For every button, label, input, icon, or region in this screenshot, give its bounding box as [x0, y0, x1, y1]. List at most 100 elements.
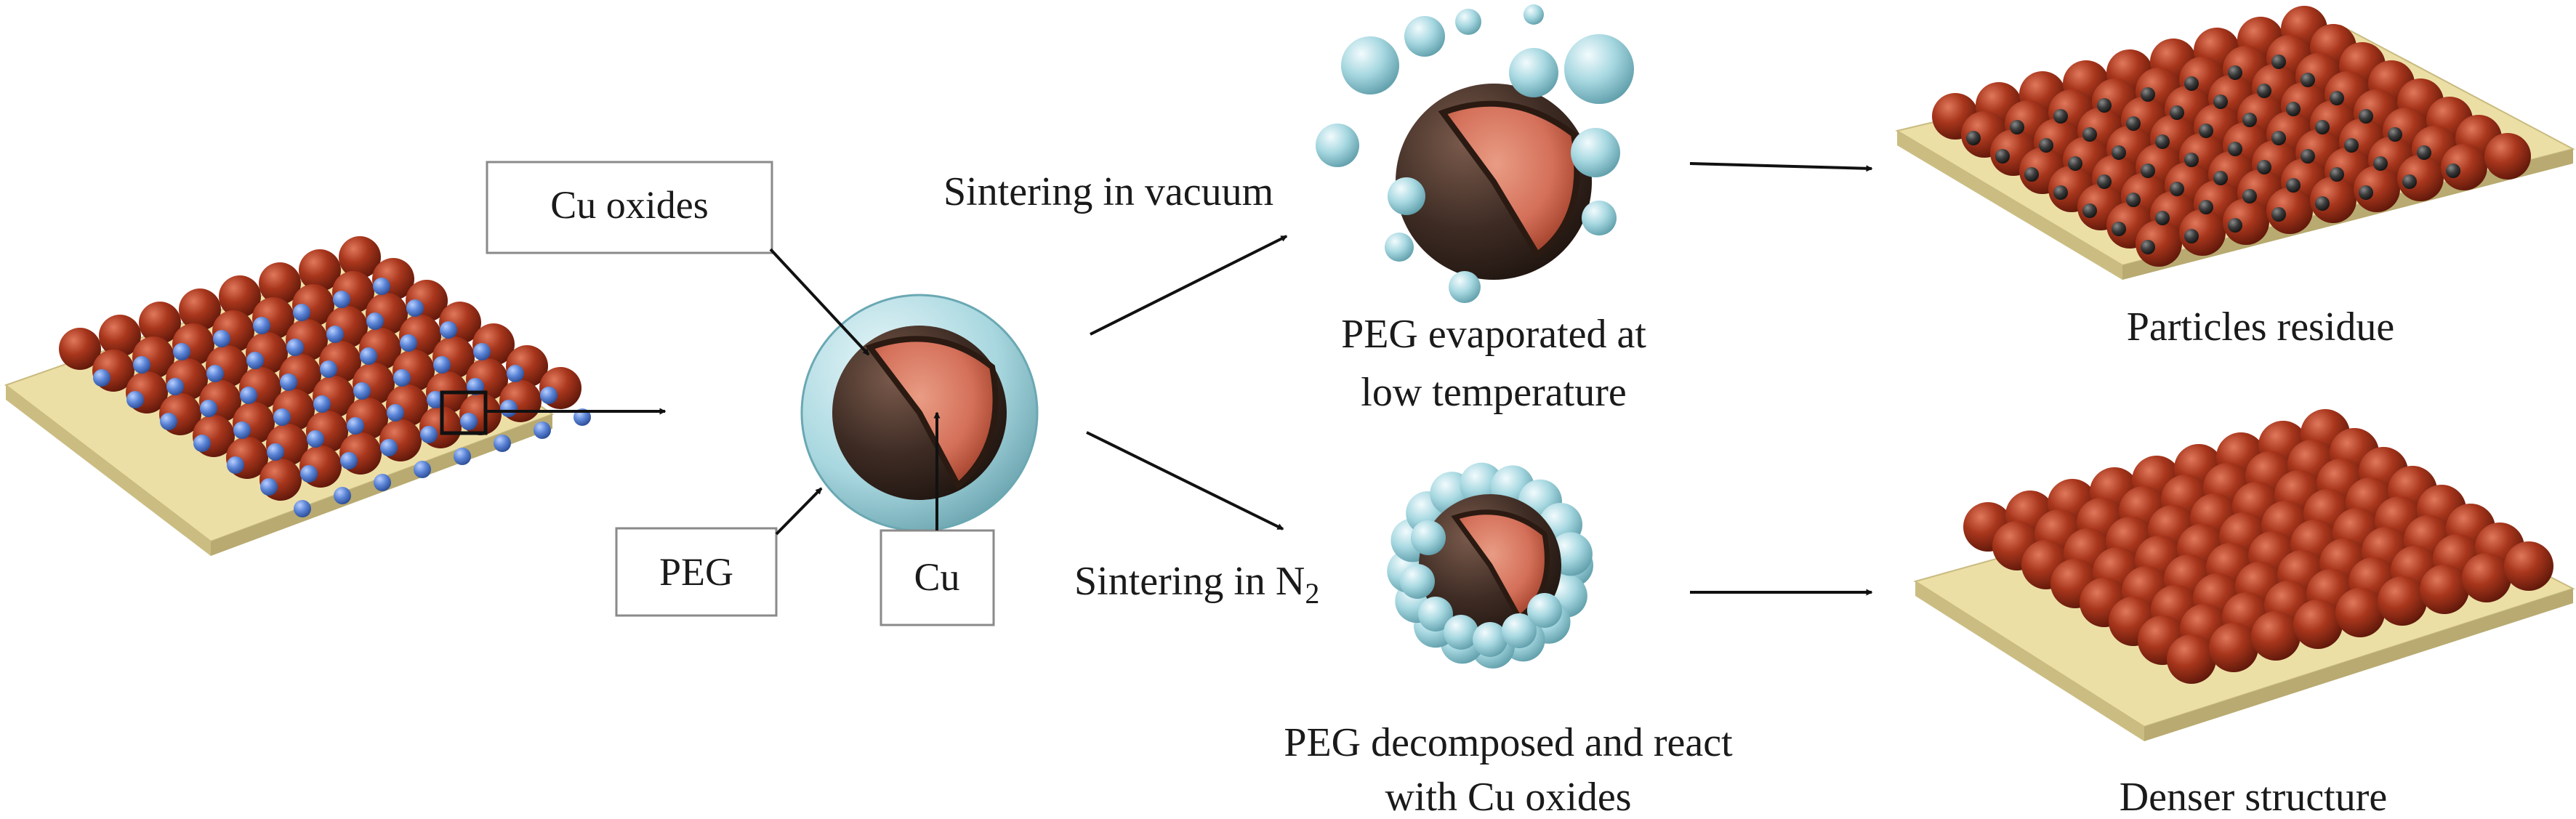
cu-label-box — [880, 529, 995, 626]
peg-bubble — [1385, 233, 1414, 262]
substrate-dense-edge-2 — [2144, 589, 2573, 741]
residue-particle — [2330, 167, 2344, 182]
sintered-copper-particle — [2335, 588, 2385, 637]
peg-decomposition-blob — [1502, 613, 1537, 648]
peg-coating-dot — [534, 421, 551, 439]
residue-particle — [2271, 55, 2286, 69]
peg-coating-dot — [193, 435, 211, 452]
peg-coating-dot — [313, 395, 331, 413]
peg-coating-dot — [93, 369, 110, 387]
residue-particle — [2315, 196, 2330, 211]
peg-coating-dot — [540, 387, 558, 404]
peg-coating-dot — [400, 334, 417, 352]
peg-bubble — [1455, 9, 1481, 35]
peg-bubble — [1316, 124, 1359, 167]
peg-bubble — [1571, 128, 1620, 177]
denser-structure-label: Denser structure — [2120, 775, 2388, 819]
peg-coating-dot — [366, 312, 384, 330]
residue-particle — [2359, 109, 2373, 124]
peg-coating-dot — [240, 387, 257, 404]
residue-particle — [2315, 120, 2330, 134]
peg-coating-dot — [340, 452, 358, 469]
copper-particle — [2136, 220, 2182, 267]
zoom-selection-box — [440, 390, 488, 435]
cu-oxides-label-box — [486, 161, 773, 254]
residue-particle — [2257, 160, 2271, 174]
peg-evaporated-line2: low temperature — [1361, 370, 1626, 415]
peg-coating-dot — [320, 360, 337, 378]
sintered-copper-particle — [2462, 553, 2511, 602]
peg-coating-dot — [267, 443, 284, 461]
peg-coating-dot — [374, 474, 391, 491]
peg-bubble — [1341, 36, 1399, 94]
residue-particle — [2242, 189, 2257, 203]
residue-particle — [2053, 185, 2068, 200]
peg-label: PEG — [659, 550, 733, 594]
arrow-to-residue — [1689, 162, 1873, 172]
residue-particle — [2213, 171, 2228, 185]
peg-decomposed-line2: with Cu oxides — [1385, 775, 1631, 819]
peg-coating-dot — [440, 321, 457, 339]
peg-coating-dot — [133, 356, 150, 374]
arrow-to-vacuum — [1090, 235, 1288, 336]
peg-coating-dot — [420, 426, 438, 443]
peg-coating-dot — [280, 374, 297, 391]
residue-particle — [2184, 229, 2199, 243]
residue-particle — [2097, 174, 2112, 189]
peg-coating-dot — [373, 278, 390, 295]
residue-particle — [2082, 127, 2097, 142]
copper-particle — [2266, 187, 2313, 234]
cu-label: Cu — [914, 555, 959, 599]
peg-decomposition-blob — [1527, 593, 1562, 628]
peg-coating-dot — [334, 487, 351, 504]
cu-core-cutaway — [865, 336, 999, 491]
residue-particle — [2301, 149, 2315, 164]
peg-coating-dot — [307, 430, 324, 448]
peg-coating-dot — [353, 382, 371, 400]
peg-coating-dot — [294, 500, 311, 517]
residue-particle — [2112, 222, 2126, 236]
core-shell-particle — [800, 294, 1039, 532]
cu-core-vacuum — [1438, 100, 1580, 259]
peg-coating-dot — [494, 435, 511, 452]
copper-particle — [139, 302, 181, 344]
peg-coating-dot — [260, 478, 278, 496]
peg-label-box — [615, 527, 778, 617]
copper-particle — [179, 289, 221, 331]
peg-coating-dot — [507, 365, 524, 382]
residue-particle — [2446, 164, 2460, 178]
particles-residue-film — [1895, 6, 2575, 280]
peg-coating-dot — [253, 317, 270, 334]
peg-bubble — [1449, 271, 1481, 303]
peg-coating-dot — [126, 391, 144, 408]
residue-particle — [2242, 113, 2257, 127]
copper-particle — [2223, 198, 2269, 245]
residue-particle — [2330, 91, 2344, 105]
peg-bubble — [1582, 201, 1617, 235]
peg-bubble — [1388, 177, 1425, 215]
peg-decomposition-blob — [1444, 615, 1478, 650]
sintered-copper-particle — [2251, 611, 2301, 661]
residue-particle — [2271, 207, 2286, 222]
residue-particle — [2097, 98, 2112, 113]
peg-coating-dot — [500, 400, 518, 417]
copper-particle — [2397, 155, 2444, 201]
vacuum-particle — [1316, 4, 1634, 303]
peg-coating-dot — [227, 456, 244, 474]
residue-particle — [2228, 218, 2242, 233]
residue-particle — [2053, 109, 2068, 124]
peg-coating-dot — [454, 448, 471, 465]
residue-particle — [2082, 203, 2097, 218]
residue-particle — [2286, 178, 2301, 193]
residue-particle — [2388, 127, 2402, 142]
substrate-dense-edge — [1915, 581, 2144, 741]
peg-coating-dot — [380, 439, 398, 456]
residue-particle — [2213, 94, 2228, 109]
peg-coating-dot — [414, 461, 431, 478]
copper-particle — [2484, 133, 2531, 179]
peg-coating-dot — [286, 339, 304, 356]
peg-coating-dot — [427, 391, 444, 408]
peg-coating-dot — [300, 465, 318, 483]
particles-residue-label: Particles residue — [2127, 304, 2395, 350]
sintered-copper-particle — [2209, 623, 2258, 672]
